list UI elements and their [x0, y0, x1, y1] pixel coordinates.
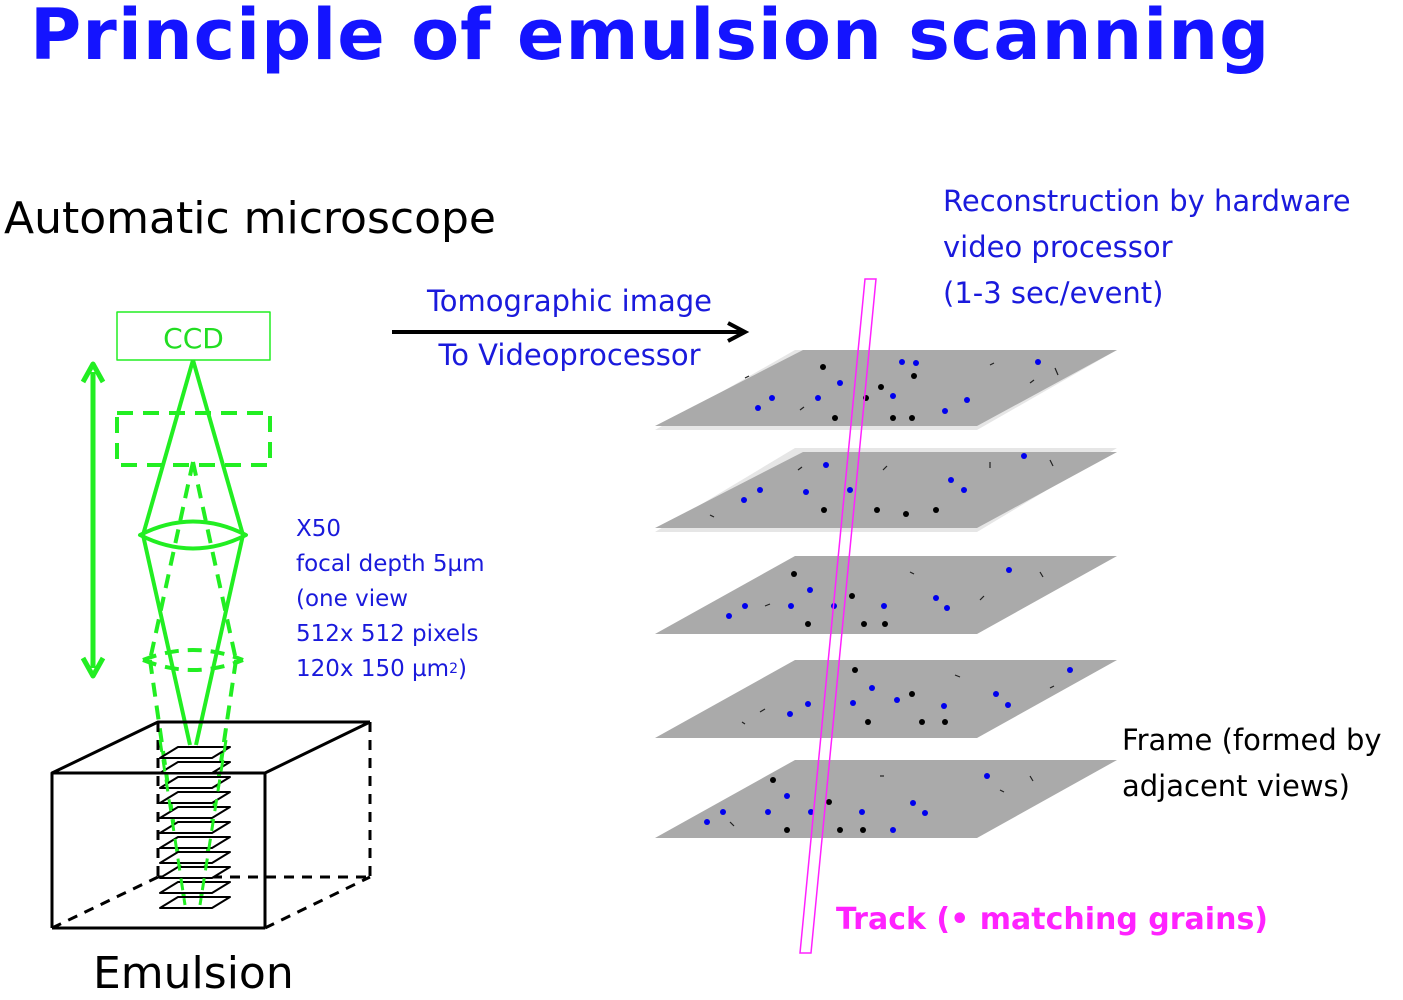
frame-layer [655, 350, 1117, 430]
arrow-label-bottom: To Videoprocessor [438, 338, 701, 372]
optics-specs: X50 focal depth 5µm (one view 512x 512 p… [296, 512, 485, 687]
specs-pixels: 512x 512 pixels [296, 621, 479, 647]
specs-magnification: X50 [296, 516, 342, 542]
frame-line-2: adjacent views) [1122, 769, 1350, 803]
frame-line-1: Frame (formed by [1122, 723, 1382, 757]
track-label: Track (• matching grains) [836, 902, 1269, 937]
page-title: Principle of emulsion scanning [30, 0, 1271, 76]
frame-layer [655, 660, 1117, 738]
frame-note: Frame (formed by adjacent views) [1122, 717, 1382, 809]
track-bullet: • [950, 902, 970, 937]
solid-light-path [138, 359, 248, 746]
dashed-frame-upper [115, 411, 272, 467]
frame-layer [655, 760, 1117, 838]
objective-lens [138, 519, 248, 551]
microscope-label: Automatic microscope [4, 193, 496, 244]
emulsion-block [50, 720, 372, 930]
specs-area: 120x 150 µm2) [296, 656, 467, 682]
focus-travel-arrow [80, 361, 106, 679]
ccd-label: CCD [163, 322, 224, 355]
frame-layer [655, 556, 1117, 634]
frame-stack [655, 350, 1117, 838]
recon-line-1: Reconstruction by hardware [943, 184, 1351, 218]
data-flow-arrow [392, 321, 750, 343]
recon-line-2: video processor [943, 230, 1173, 264]
track-bar [799, 278, 877, 954]
emulsion-label: Emulsion [93, 948, 294, 999]
arrow-label-top: Tomographic image [427, 284, 712, 318]
microscope-diagram [50, 311, 372, 930]
specs-focal-depth: focal depth 5µm [296, 551, 485, 577]
reconstruction-note: Reconstruction by hardware video process… [943, 178, 1351, 316]
specs-view: (one view [296, 586, 409, 612]
tomographic-slices [159, 746, 231, 909]
recon-line-3: (1-3 sec/event) [943, 276, 1164, 310]
frame-layer [655, 448, 1117, 532]
